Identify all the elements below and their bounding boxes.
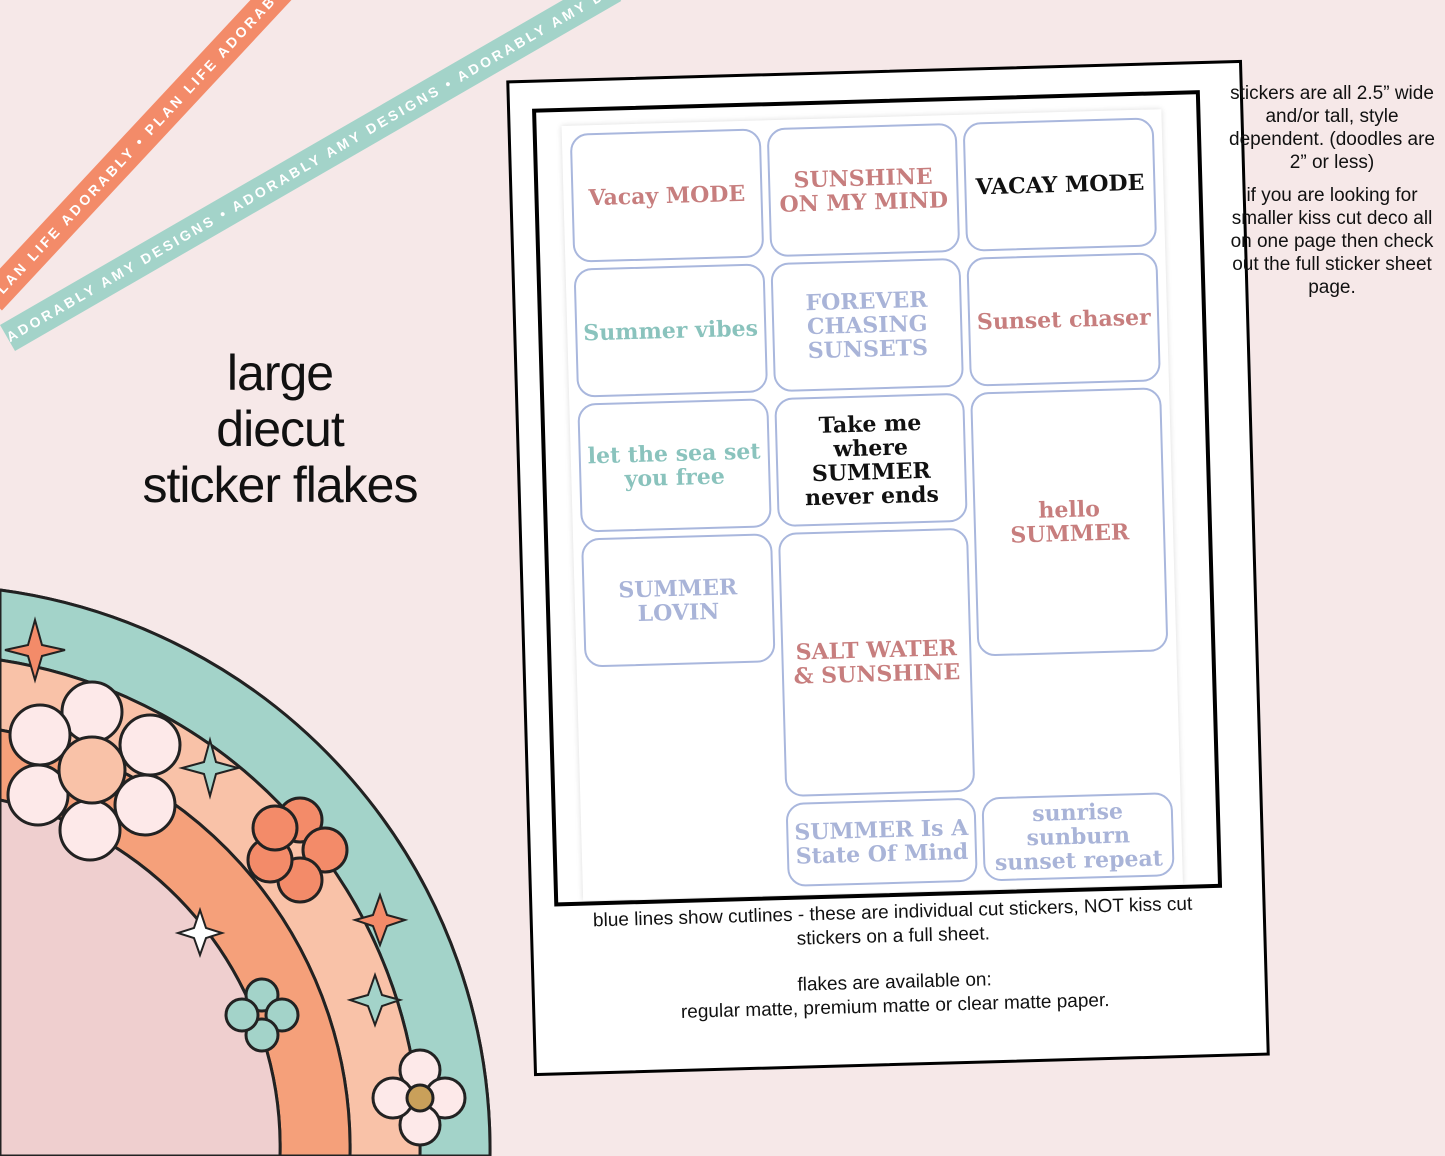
sticker-sheet-mockup: Vacay MODE SUNSHINE ON MY MIND VACAY MOD… (506, 59, 1270, 1077)
sticker: FOREVER CHASING SUNSETS (770, 257, 965, 393)
title-line: diecut (216, 401, 344, 457)
flower-smiley-icon (6, 680, 182, 862)
sticker: let the sea set you free (577, 398, 772, 533)
sheet-notes: blue lines show cutlines - these are ind… (572, 892, 1215, 1028)
size-note: stickers are all 2.5” wide and/or tall, … (1229, 83, 1435, 173)
flower-white-icon (371, 1048, 467, 1147)
sticker: Take me where SUMMER never ends (773, 392, 969, 528)
sticker: Sunset chaser (966, 252, 1161, 387)
kiss-cut-note: if you are looking for smaller kiss cut … (1230, 185, 1434, 298)
sticker: Vacay MODE (569, 128, 764, 263)
title-line: large (226, 345, 334, 401)
sticker: SUNSHINE ON MY MIND (766, 122, 961, 258)
sticker: Summer vibes (573, 263, 768, 398)
sticker: SUMMER Is A State Of Mind (785, 797, 979, 887)
sticker-grid: Vacay MODE SUNSHINE ON MY MIND VACAY MOD… (561, 109, 1183, 901)
side-notes: stickers are all 2.5” wide and/or tall, … (1222, 82, 1442, 309)
sticker: SALT WATER & SUNSHINE (777, 527, 976, 797)
sticker-sheet: Vacay MODE SUNSHINE ON MY MIND VACAY MOD… (532, 90, 1223, 907)
sticker: VACAY MODE (962, 117, 1158, 252)
sparkle-icon (4, 616, 409, 1028)
sticker: SUMMER LOVIN (581, 533, 776, 668)
rainbow-illustration (0, 588, 492, 1156)
sticker: hello SUMMER (970, 387, 1169, 657)
flower-teal-icon (224, 977, 300, 1053)
product-title: large diecut sticker flakes (90, 345, 470, 513)
flower-orange-icon (246, 796, 349, 904)
title-line: sticker flakes (142, 457, 419, 513)
sticker: sunrise sunburn sunset repeat (981, 792, 1175, 882)
